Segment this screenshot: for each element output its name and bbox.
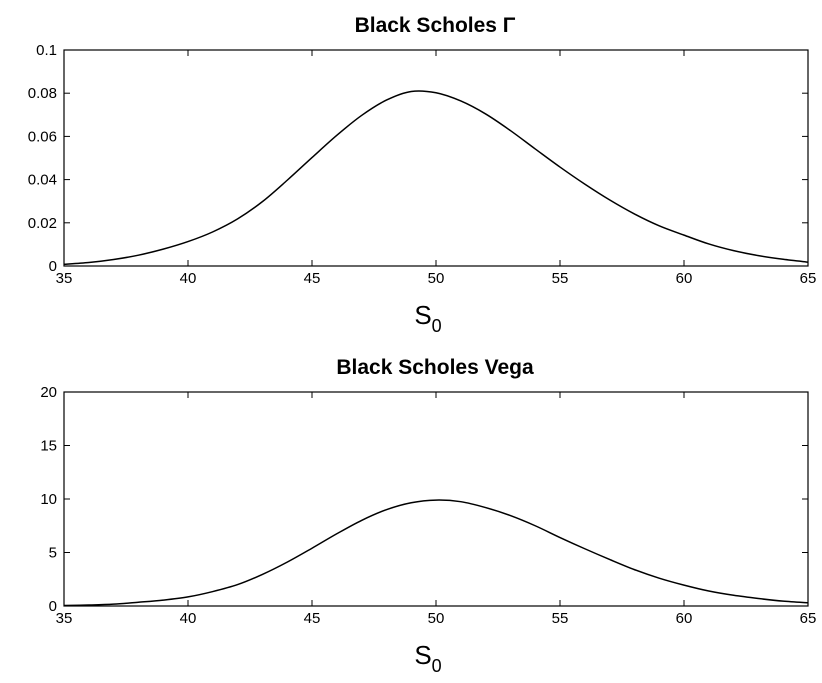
vega-x-axis-label-subscript: 0: [432, 656, 442, 676]
gamma-y-tick-label: 0.02: [28, 215, 57, 232]
vega-y-tick-label: 15: [40, 438, 57, 455]
vega-chart-title: Black Scholes Vega: [336, 356, 534, 379]
vega-x-axis-label-main: S: [414, 640, 431, 670]
gamma-x-ticks: 35 40 45 50 55 60 65: [56, 50, 817, 287]
vega-x-tick-label: 60: [676, 610, 693, 627]
vega-x-axis-label: S0: [414, 640, 441, 676]
vega-axes-box: [63, 391, 809, 607]
vega-y-tick-label: 0: [49, 598, 57, 615]
gamma-x-axis-label-main: S: [414, 300, 431, 330]
gamma-x-tick-label: 65: [800, 270, 817, 287]
gamma-y-tick-label: 0.06: [28, 128, 57, 145]
gamma-axes-box: [63, 49, 809, 267]
gamma-y-ticks: 0 0.02 0.04 0.06 0.08 0.1: [28, 42, 808, 275]
vega-x-tick-label: 35: [56, 610, 73, 627]
vega-x-tick-label: 55: [552, 610, 569, 627]
vega-x-tick-label: 50: [428, 610, 445, 627]
gamma-x-tick-label: 50: [428, 270, 445, 287]
gamma-y-tick-label: 0: [49, 258, 57, 275]
gamma-x-tick-label: 35: [56, 270, 73, 287]
gamma-x-axis-label-subscript: 0: [432, 316, 442, 336]
vega-series-line: [63, 499, 809, 607]
gamma-chart: Black Scholes Γ 35 40 45 50 55 60 65 0 0.02 0.04…: [28, 14, 817, 336]
vega-x-tick-label: 65: [800, 610, 817, 627]
gamma-chart-title: Black Scholes Γ: [355, 14, 516, 37]
gamma-x-axis-label: S0: [414, 300, 441, 336]
gamma-y-tick-label: 0.1: [36, 42, 57, 59]
vega-chart: Black Scholes Vega 35 40 45 50 55 60 65 0 5 10 15…: [40, 356, 816, 676]
gamma-x-tick-label: 60: [676, 270, 693, 287]
gamma-x-tick-label: 55: [552, 270, 569, 287]
gamma-x-tick-label: 40: [180, 270, 197, 287]
vega-y-tick-label: 20: [40, 384, 57, 401]
vega-x-tick-label: 40: [180, 610, 197, 627]
vega-y-ticks: 0 5 10 15 20: [40, 384, 808, 615]
gamma-y-tick-label: 0.08: [28, 85, 57, 102]
gamma-x-tick-label: 45: [304, 270, 321, 287]
vega-y-tick-label: 5: [49, 545, 57, 562]
vega-y-tick-label: 10: [40, 491, 57, 508]
vega-x-ticks: 35 40 45 50 55 60 65: [56, 392, 817, 627]
gamma-y-tick-label: 0.04: [28, 172, 57, 189]
gamma-series-line: [63, 90, 809, 266]
vega-x-tick-label: 45: [304, 610, 321, 627]
